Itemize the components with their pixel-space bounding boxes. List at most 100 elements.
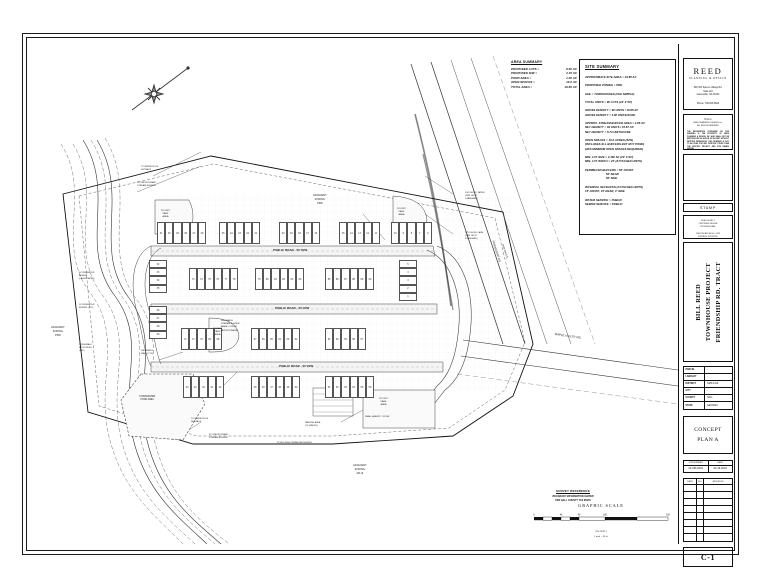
area-summary-label: PROPOSED R/W = xyxy=(511,71,538,76)
lot-cell: 26 xyxy=(197,222,207,244)
project-info-row: PARCEL- xyxy=(684,367,732,374)
site-summary-line: PERIMETER BUFFERS = 50' FRONT xyxy=(585,167,634,172)
copyright-notice-box: Notice REED PLANNING & DESIGN, Inc. ALL … xyxy=(683,114,733,150)
lot-cell: 35 xyxy=(149,284,167,293)
lot-cell: 32 xyxy=(149,260,167,269)
project-info-value: - xyxy=(707,376,708,378)
survey-reference-block: SURVEY REFERENCE BOUNDARY INFORMATION SH… xyxy=(518,489,628,502)
public-road-south xyxy=(150,361,444,373)
perimeter-buffer-note2-line: BUFFER (TYP) xyxy=(79,307,94,310)
pocket-park-1-line: POCKET xyxy=(161,210,170,212)
maple-valley-rd-label: MAPLE VALLEY RD. xyxy=(554,332,582,340)
project-info-key: COUNTY xyxy=(684,395,705,401)
parking-area-line: PARKING AREA xyxy=(305,422,321,424)
stormwater-pond-line: POND AREA xyxy=(140,399,154,402)
lot-cell: 21 xyxy=(251,222,260,244)
survey-reference-title: SURVEY REFERENCE xyxy=(556,489,590,493)
site-summary-line: INTERNAL SETBACKS (ATTACHED UNITS) xyxy=(585,184,643,189)
lot-cell: 23 xyxy=(235,222,244,244)
pocket-park-1-line: AREA xyxy=(162,216,169,219)
lot-cell: 4 xyxy=(399,268,417,277)
impervious-setback-line: 75' IMPERVIOUS xyxy=(141,166,159,168)
revision-no xyxy=(697,527,704,533)
notice-title: Notice xyxy=(704,118,712,121)
revision-row xyxy=(684,492,732,499)
lot-cell: 7 xyxy=(415,222,424,244)
pocket-park-4-line: AREA xyxy=(380,404,387,407)
lot-cell: 56 xyxy=(365,376,375,398)
lot-cell: 49 xyxy=(283,376,292,398)
area-summary-label: POND AREA = xyxy=(511,75,532,80)
lot-cell: 52 xyxy=(333,376,342,398)
site-summary-line: (20% MINIMUM OPEN SPACES REQUIRED) xyxy=(585,146,644,151)
lot-cell: 20 xyxy=(279,222,288,244)
revision-text xyxy=(704,527,732,533)
revision-row xyxy=(684,485,732,492)
perimeter-buffer-note2-line: 50' PERIMETER xyxy=(79,304,95,306)
stream-buffer-line: STREAM BUFFER xyxy=(137,185,156,188)
lot-cell: 18 xyxy=(295,222,304,244)
area-summary-value: 19.65 AC xyxy=(564,84,577,89)
project-title-line: BILL REED xyxy=(694,283,702,321)
drawing-title-box: CONCEPT PLAN A xyxy=(683,416,733,454)
revision-date xyxy=(684,506,697,512)
company-tagline: PLANNING & DESIGN xyxy=(689,77,727,80)
site-summary-group: APPROXIMATE SITE AREA = 19.65 AC xyxy=(585,75,670,79)
north-arrow xyxy=(124,62,196,116)
revision-text xyxy=(704,520,732,526)
lot-cell: 68 xyxy=(213,328,222,350)
survey-reference-line-1: BOUNDARY INFORMATION SHOWN xyxy=(552,494,594,498)
road-north-line: PUBLIC ROAD - 50' R/W xyxy=(273,248,308,252)
area-summary-label: OPEN SPACES = xyxy=(511,80,535,85)
graphic-scale-tick: 40 xyxy=(560,513,563,516)
cert-line-3: PROFESSIONAL xyxy=(700,226,716,229)
project-info-value: HALL xyxy=(707,397,713,399)
graphic-scale-tick: 160 xyxy=(603,513,608,516)
adjacent-zoning-top-line: PRD xyxy=(317,201,323,205)
adjacent-zoning-left-line: PRD xyxy=(55,333,61,337)
stream-buffer-2-line: 50' UNDISTURBED xyxy=(209,434,229,436)
site-summary-line: GROSS DENSITY = 90 UNITS / 19.65 AC xyxy=(585,108,639,113)
pocket-park-2-line: PARK xyxy=(398,211,405,214)
company-address-3: Gainesville, GA 30134 xyxy=(696,94,720,97)
lot-cell: 3 xyxy=(399,276,417,285)
perimeter-buffer-note-line: BUFFER xyxy=(79,275,88,278)
stream-buffer-2-line: STREAM BUFFER xyxy=(209,437,228,440)
site-summary-line: USE = TOWNHOUSES (FEE SIMPLE) xyxy=(585,91,635,96)
revision-date xyxy=(684,534,697,541)
lot-cell: 22 xyxy=(243,222,252,244)
site-summary-line: NET DENSITY = 5.74 UNITS/ACRE xyxy=(585,129,631,134)
amenity-kiosk-label: SMALL AMENITY / KIOSK xyxy=(365,416,389,419)
revision-header-date: DATE xyxy=(684,479,697,484)
stamp-area xyxy=(683,154,733,201)
lot-cell: 80 xyxy=(263,268,272,290)
friendship-rd-sub-label: (R/W VARIES) xyxy=(501,244,508,259)
revision-text xyxy=(704,534,732,541)
unusable-buffer-line: STREAM BUFFER xyxy=(221,323,240,326)
lot-cell: 73 xyxy=(189,268,198,290)
decel-taper-line: STANDARD) xyxy=(465,198,478,201)
site-summary-group: TOTAL UNITS = 90 LOTS (24' X 50') xyxy=(585,100,670,104)
stream-buffer-line: 50' UNDISTURBED xyxy=(137,182,157,184)
decel-taper-line: 100' DECEL TAPER xyxy=(465,192,485,194)
drawing-title-line-1: CONCEPT xyxy=(694,427,722,433)
amenity-kiosk-line: SMALL AMENITY / KIOSK xyxy=(365,416,390,418)
revision-text xyxy=(704,499,732,505)
revision-row xyxy=(684,513,732,520)
revision-header-no: NO. xyxy=(697,479,704,484)
lot-cell: 76 xyxy=(213,268,222,290)
lot-cell: 79 xyxy=(255,268,264,290)
site-summary-line: APPROXIMATE SITE AREA = 19.65 AC xyxy=(585,74,637,79)
retaining-wall-line: RETAINING xyxy=(141,350,153,352)
lot-cell: 38 xyxy=(149,322,167,331)
lot-cell: 61 xyxy=(325,328,334,350)
lot-cell: 90 xyxy=(365,268,375,290)
revision-date xyxy=(684,492,697,498)
cert-line-4: CERTIFICATION NO. 1429 xyxy=(695,232,721,235)
